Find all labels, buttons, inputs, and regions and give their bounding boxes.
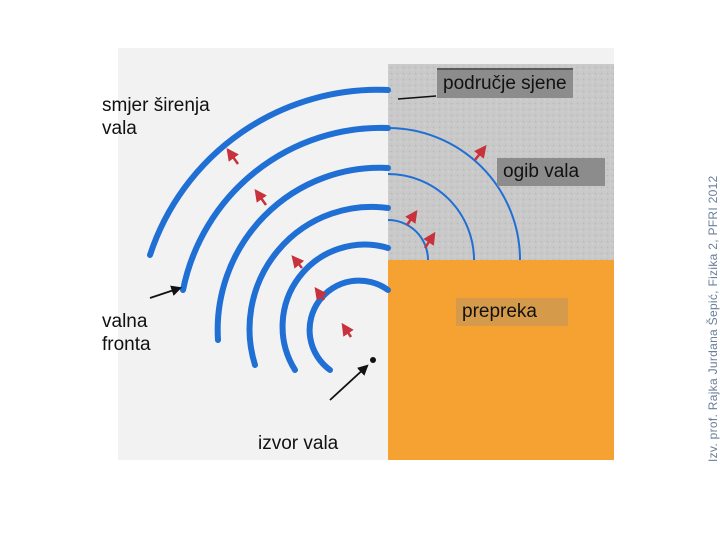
propagation-arrow [314,286,327,301]
wavefront-pointer [149,285,183,299]
propagation-arrow [254,188,268,206]
wavefront-label: valna fronta [102,310,151,356]
wavefronts [147,86,391,373]
wavefront-label-line1: valna [102,311,148,332]
wavefront-arc [180,124,391,293]
wave-source-dot [370,357,376,363]
wavefront-arc [147,86,391,258]
diffracted-wavefronts [387,127,521,261]
shadow-pointer [397,95,437,100]
wavefront-arc [214,164,391,343]
diffracted-arc [387,173,475,261]
wavefront-arc [246,203,391,368]
wavefront-label-line2: fronta [102,334,151,355]
propagation-arrow [423,231,436,249]
obstacle [388,260,614,460]
direction-label: smjer širenja vala [102,94,210,140]
wavefront-arc [279,241,391,373]
diffracted-arc [387,127,521,261]
diffraction-label: ogib vala [497,158,605,186]
source-label: izvor vala [258,433,339,454]
obstacle-label: prepreka [456,298,568,326]
direction-label-line2: vala [102,118,137,139]
propagation-arrow [473,145,487,161]
propagation-arrow [291,255,305,269]
direction-label-line1: smjer širenja [102,95,210,116]
credit-text: Izv. prof. Rajka Jurdana Šepić, Fizika 2… [706,175,720,462]
shadow-region-label: područje sjene [437,68,573,98]
wavefront-arc [306,277,391,373]
propagation-arrow [405,209,418,226]
propagation-arrow [341,322,354,338]
propagation-arrow [226,147,240,165]
diffracted-arc [387,219,429,261]
propagation-arrows [226,145,487,338]
source-pointer [329,364,369,401]
